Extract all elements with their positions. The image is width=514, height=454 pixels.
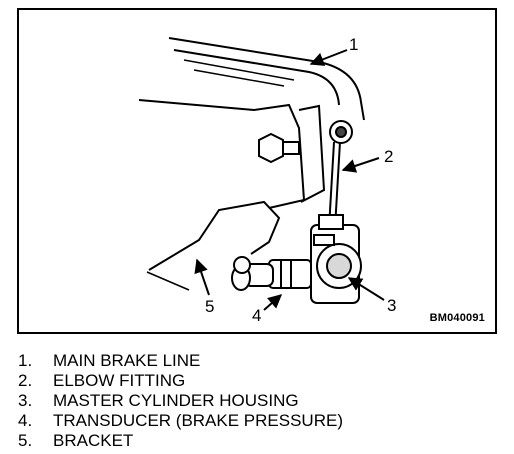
legend-number: 4. — [18, 411, 33, 430]
callout-5: 5 — [205, 297, 215, 316]
master-cylinder-housing — [310, 224, 362, 304]
leader-arrows — [194, 49, 385, 311]
legend-label: MAIN BRAKE LINE — [53, 351, 201, 370]
legend-number: 3. — [18, 391, 33, 410]
hex-bolt — [258, 132, 300, 164]
callout-arrow-2 — [341, 157, 380, 173]
elbow-fitting — [318, 120, 353, 230]
frame-member — [138, 37, 365, 209]
callout-arrow-5 — [194, 258, 210, 296]
callout-arrow-3 — [347, 277, 385, 301]
small-nut — [233, 256, 251, 274]
legend-label: MASTER CYLINDER HOUSING — [53, 391, 299, 410]
brake-assembly-illustration — [138, 37, 385, 311]
legend-item: 2. ELBOW FITTING — [18, 371, 343, 391]
callout-4: 4 — [252, 306, 262, 325]
callout-1: 1 — [349, 35, 359, 54]
figure-frame: 1 2 3 4 5 BM040091 — [17, 8, 497, 334]
legend-list: 1. MAIN BRAKE LINE 2. ELBOW FITTING 3. MAST… — [18, 351, 343, 451]
brake-line-tube — [328, 141, 341, 229]
legend-label: ELBOW FITTING — [53, 371, 186, 390]
legend-label: BRACKET — [53, 431, 134, 450]
legend-item: 1. MAIN BRAKE LINE — [18, 351, 343, 371]
legend-number: 5. — [18, 431, 33, 450]
figure-id: BM040091 — [429, 312, 485, 324]
legend-number: 1. — [18, 351, 33, 370]
legend-item: 5. BRACKET — [18, 431, 343, 451]
legend-item: 4. TRANSDUCER (BRAKE PRESSURE) — [18, 411, 343, 431]
callout-2: 2 — [384, 147, 394, 166]
legend-label: TRANSDUCER (BRAKE PRESSURE) — [53, 411, 343, 430]
legend-number: 2. — [18, 371, 33, 390]
transducer — [231, 259, 312, 291]
callout-arrow-1 — [309, 49, 348, 66]
legend-item: 3. MASTER CYLINDER HOUSING — [18, 391, 343, 411]
callout-3: 3 — [387, 296, 397, 315]
bracket-shape — [146, 104, 326, 291]
callout-arrow-4 — [263, 294, 283, 311]
